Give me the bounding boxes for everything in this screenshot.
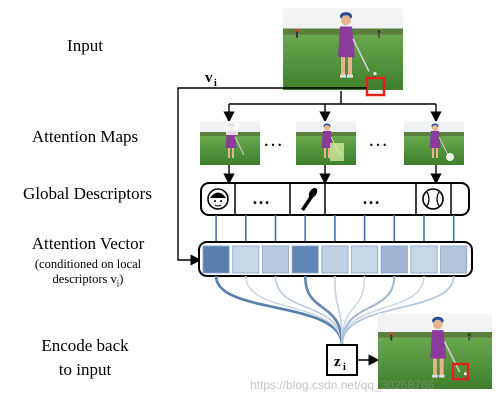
conditioned-note-sub: i <box>116 278 120 289</box>
conditioned-note-line2: descriptors v <box>52 272 117 286</box>
attention-curves <box>214 275 455 346</box>
input-selection-box <box>365 76 386 97</box>
output-selection-box <box>451 362 470 381</box>
ellipsis-desc-1: … <box>252 188 270 208</box>
attention-cell <box>410 245 438 274</box>
vi-connector <box>177 87 367 266</box>
attention-curve <box>245 275 343 346</box>
golf-club-icon <box>301 188 318 211</box>
face-icon <box>207 188 229 210</box>
conditioned-note-line1: (conditioned on local <box>34 257 142 271</box>
watermark: https://blog.csdn.net/qq_30258766 <box>250 378 435 392</box>
attention-cell <box>440 245 468 274</box>
attention-cell <box>232 245 260 274</box>
ellipsis-desc-2: … <box>362 188 380 208</box>
vi-symbol: v <box>205 70 213 86</box>
encode-line1: Encode back <box>41 336 129 355</box>
ellipsis-maps-1: … <box>263 129 283 151</box>
golf-ball-icon <box>422 188 444 210</box>
encode-label: Encode back to input <box>20 334 150 382</box>
attention-curve <box>341 275 455 346</box>
attention-cell <box>291 245 319 274</box>
attention-cell <box>321 245 349 274</box>
attention-vector-cells <box>202 245 468 274</box>
attention-vector-label: Attention Vector <box>31 234 145 253</box>
input-label: Input <box>67 36 103 55</box>
attention-cell <box>261 245 289 274</box>
attention-map-3 <box>403 120 465 166</box>
attention-cell <box>202 245 230 274</box>
attention-curve <box>334 275 343 346</box>
encode-line2: to input <box>58 360 112 379</box>
attention-cell <box>351 245 379 274</box>
conditioned-note: (conditioned on local descriptors vi) <box>8 257 168 292</box>
conditioned-note-close: ) <box>119 272 124 286</box>
zi-box <box>326 344 358 376</box>
attention-map-2 <box>295 120 357 166</box>
vi-subscript: i <box>214 78 217 89</box>
ellipsis-maps-2: … <box>368 129 388 151</box>
attention-map-1 <box>199 120 261 166</box>
attention-cell <box>380 245 408 274</box>
attention-curve <box>303 275 344 346</box>
zi-subscript: i <box>343 362 346 373</box>
attention-curve <box>214 275 344 346</box>
attention-maps-label: Attention Maps <box>31 127 139 146</box>
zi-symbol: z <box>334 354 341 370</box>
attention-curve <box>341 275 366 346</box>
descriptor-connectors <box>215 215 455 242</box>
global-descriptors-label: Global Descriptors <box>23 184 152 203</box>
attention-curve <box>274 275 343 346</box>
